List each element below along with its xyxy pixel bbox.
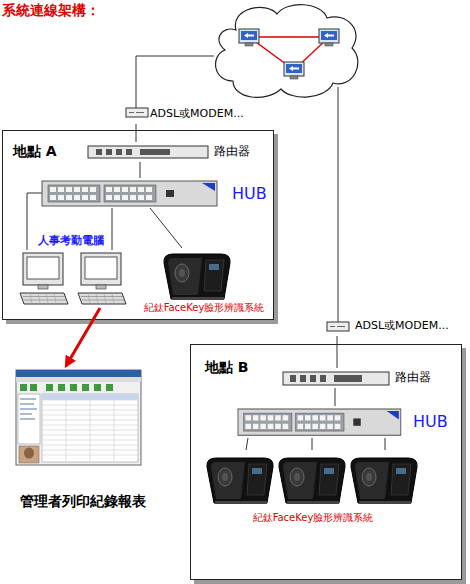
report-screenshot-image — [19, 446, 39, 463]
facekey-terminal — [164, 254, 417, 504]
report-screenshot-image — [16, 370, 141, 465]
facekey-terminal — [279, 458, 345, 504]
report-screenshot-image — [66, 394, 114, 462]
network-cable — [27, 193, 42, 250]
report-screenshot: 管理者列印紀錄報表 — [12, 366, 154, 514]
modem-box — [330, 326, 345, 327]
computer-symbol — [78, 253, 126, 304]
internet-cloud — [239, 29, 259, 46]
internet-cloud — [284, 62, 304, 79]
node-label: HUB — [232, 184, 267, 203]
modem-box — [126, 108, 148, 117]
network-cable — [385, 438, 386, 450]
network-cable — [112, 208, 113, 250]
node-label: 路由器 — [395, 370, 431, 384]
face-recognition-terminal: 紀鈦FaceKey臉形辨識系統 — [136, 248, 272, 316]
node-label: 地點 A — [13, 143, 57, 160]
node-label: 路由器 — [214, 144, 250, 158]
node-label: 地點 B — [205, 359, 249, 376]
hub-device — [42, 181, 217, 206]
hub-device — [42, 181, 401, 435]
report-screenshot-image — [18, 394, 40, 444]
router-device: 路由器 — [283, 368, 433, 388]
attendance-computers: 人事考勤電腦 — [16, 250, 130, 308]
network-cable — [337, 336, 338, 368]
network-cable — [312, 438, 313, 450]
hub-device — [238, 409, 401, 435]
modem-box — [129, 112, 144, 113]
internet-cloud — [216, 5, 358, 98]
site-box: 地點 B 路由器 HUB 紀鈦FaceKey臉形辨識系統 — [190, 344, 462, 580]
report-screenshot-image — [16, 377, 141, 382]
node-label: HUB — [413, 412, 448, 431]
uplink-wire — [136, 56, 338, 322]
network-cable — [246, 438, 248, 450]
internet-cloud — [216, 5, 358, 98]
node-label: 紀鈦FaceKey臉形辨識系統 — [136, 302, 272, 314]
network-cable — [335, 388, 336, 406]
report-screenshot-image — [42, 400, 138, 455]
router-box — [283, 372, 389, 385]
computer-symbol — [20, 253, 126, 304]
modem-box — [126, 108, 349, 331]
uplink-wire — [338, 87, 339, 322]
facekey-terminal — [164, 254, 230, 300]
node-label: 紀鈦FaceKey臉形辨識系統 — [200, 512, 426, 524]
network-cable — [136, 124, 137, 142]
computer-symbol — [20, 253, 68, 304]
router-device: 路由器 — [88, 142, 252, 162]
node-label: 管理者列印紀錄報表 — [12, 493, 154, 510]
facekey-terminal — [207, 458, 273, 504]
report-screenshot-image — [42, 394, 138, 462]
uplink-wire — [136, 56, 214, 108]
report-screenshot-image — [16, 370, 141, 465]
modem-device: ADSL或MODEM... — [325, 316, 447, 336]
report-screenshot-image — [20, 384, 113, 391]
hub-switch: HUB — [42, 178, 270, 208]
node-label: 人事考勤電腦 — [38, 234, 104, 247]
face-recognition-terminal: 紀鈦FaceKey臉形辨識系統 — [200, 450, 426, 526]
router-box — [88, 146, 208, 158]
modem-box — [327, 322, 349, 331]
internet-cloud — [249, 37, 329, 70]
site-box: 地點 A路由器HUB人事考勤電腦紀鈦FaceKey臉形辨識系統 — [2, 130, 274, 320]
router-box — [96, 149, 170, 155]
internet-cloud — [319, 29, 339, 46]
node-label: ADSL或MODEM... — [150, 107, 244, 120]
report-screenshot-image — [24, 448, 34, 459]
diagram-title: 系統連線架構： — [2, 2, 100, 20]
network-cable — [150, 208, 182, 248]
report-screenshot-image — [16, 370, 141, 377]
network-cable — [140, 162, 141, 178]
router-box — [290, 375, 362, 382]
facekey-terminal — [351, 458, 417, 504]
hub-switch: HUB — [238, 406, 453, 438]
modem-device: ADSL或MODEM... — [126, 104, 238, 124]
flow-arrow — [66, 308, 100, 366]
router-box — [88, 146, 389, 385]
report-screenshot-image — [42, 394, 138, 400]
report-screenshot-image — [20, 399, 37, 419]
node-label: ADSL或MODEM... — [355, 319, 449, 332]
